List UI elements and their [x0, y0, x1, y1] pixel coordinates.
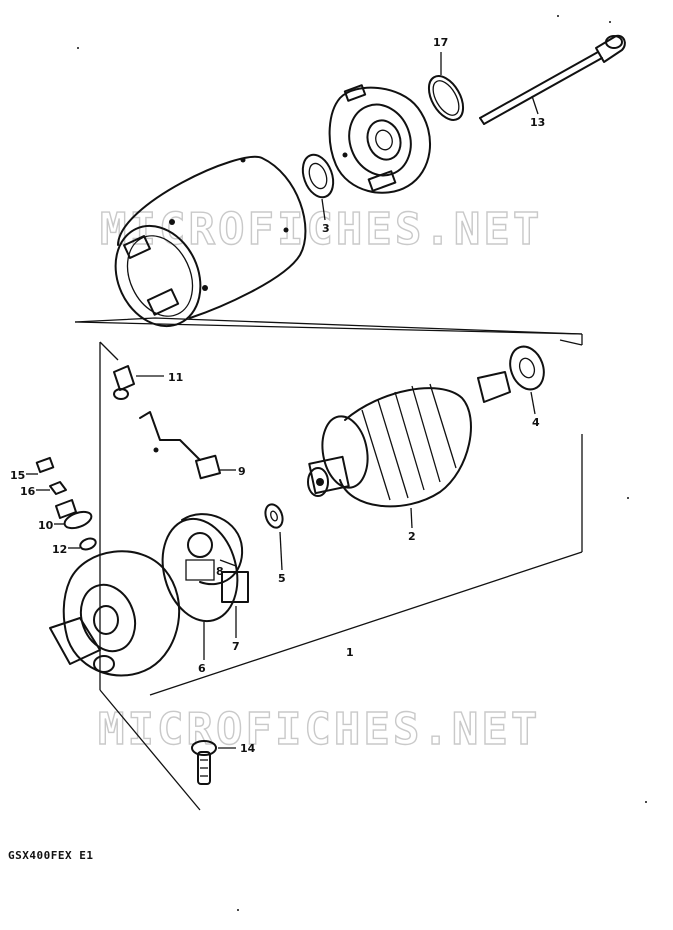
- end-cover: [49, 550, 181, 677]
- watermark-bottom: MICROFICHES.NET: [98, 704, 540, 755]
- through-bolt-13: [479, 34, 626, 125]
- o-ring-17: [427, 52, 465, 121]
- part-label-1: 1: [346, 646, 354, 659]
- part-label-15: 15: [10, 469, 25, 482]
- part-label-5: 5: [278, 572, 286, 585]
- part-label-13: 13: [530, 116, 545, 129]
- assembly-bracket: [74, 317, 583, 811]
- part-label-4: 4: [532, 416, 540, 429]
- part-label-11: 11: [168, 371, 183, 384]
- terminal-11: [113, 365, 164, 400]
- scan-specks: [77, 15, 647, 911]
- part-label-14: 14: [240, 742, 256, 755]
- part-label-6: 6: [198, 662, 206, 675]
- screw-14: [191, 740, 236, 785]
- yoke-housing: [114, 155, 307, 328]
- part-labels: 17 13 3 11 4 9 15 16 2 10 12 8 5 7 1 6 1…: [10, 36, 545, 755]
- part-label-9: 9: [238, 465, 246, 478]
- bearing-3: [301, 153, 335, 221]
- part-label-2: 2: [408, 530, 416, 543]
- armature-2: [307, 371, 511, 529]
- part-label-7: 7: [232, 640, 240, 653]
- part-label-12: 12: [52, 543, 67, 556]
- washer-4: [509, 345, 545, 415]
- end-housing: [328, 84, 432, 194]
- brush-lead-9: [139, 411, 236, 480]
- part-label-10: 10: [38, 519, 54, 532]
- part-label-3: 3: [322, 222, 330, 235]
- part-label-8: 8: [216, 565, 224, 578]
- small-hardware: [26, 456, 97, 551]
- part-label-17: 17: [433, 36, 448, 49]
- part-label-16: 16: [20, 485, 36, 498]
- brush-plate: [161, 513, 249, 660]
- watermark-top: MICROFICHES.NET: [100, 204, 542, 255]
- model-code: GSX400FEX E1: [8, 849, 94, 862]
- washer-5: [264, 503, 284, 571]
